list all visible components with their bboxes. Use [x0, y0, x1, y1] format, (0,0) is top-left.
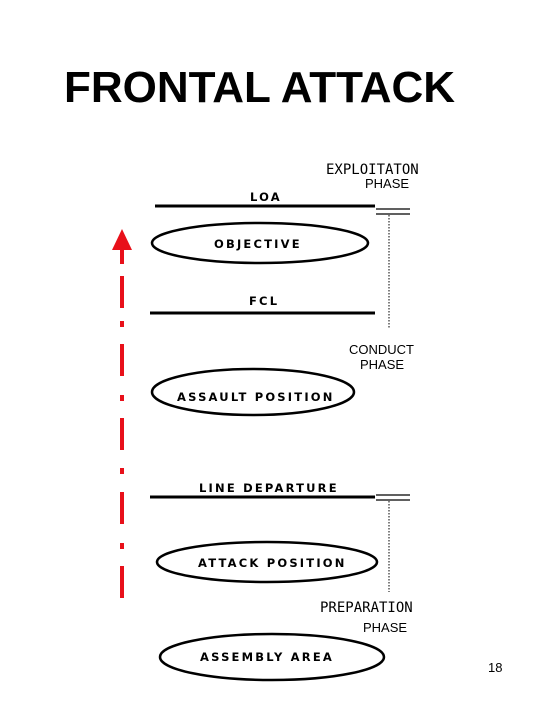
exploitation-phase-sub: PHASE	[365, 176, 409, 191]
advance-arrow-dash	[120, 418, 124, 450]
advance-arrow-dash	[120, 344, 124, 376]
assault-position-ellipse	[150, 367, 356, 417]
advance-arrow-dot	[120, 543, 124, 549]
preparation-phase-sub: PHASE	[363, 620, 407, 635]
advance-arrow-dash	[120, 276, 124, 308]
preparation-phase-name: PREPARATION	[320, 600, 413, 616]
exploitation-phase-name: EXPLOITATON	[326, 162, 419, 178]
advance-arrow-dot	[120, 321, 124, 327]
fcl-label: FCL	[249, 294, 279, 308]
assembly-area-label: ASSEMBLY AREA	[200, 650, 334, 664]
assault-position-label: ASSAULT POSITION	[177, 390, 335, 404]
advance-arrow-head	[112, 229, 132, 250]
attack-position-label: ATTACK POSITION	[198, 556, 347, 570]
conduct-phase-name: CONDUCT	[349, 342, 414, 357]
conduct-phase-sub: PHASE	[360, 357, 404, 372]
page-title: FRONTAL ATTACK	[64, 63, 456, 112]
loa-label: LOA	[250, 190, 282, 204]
attack-position-ellipse	[155, 540, 379, 584]
advance-arrow-dash	[120, 492, 124, 524]
advance-arrow-dot	[120, 468, 124, 474]
line-departure-label: LINE DEPARTURE	[199, 481, 339, 495]
advance-arrow	[112, 229, 132, 598]
objective-label: OBJECTIVE	[214, 237, 302, 251]
objective-ellipse	[150, 221, 370, 265]
advance-arrow-dash	[120, 566, 124, 598]
advance-arrow-dot	[120, 395, 124, 401]
assembly-area-ellipse	[158, 632, 386, 682]
advance-arrow-dash	[120, 250, 124, 264]
page-number: 18	[488, 660, 503, 675]
